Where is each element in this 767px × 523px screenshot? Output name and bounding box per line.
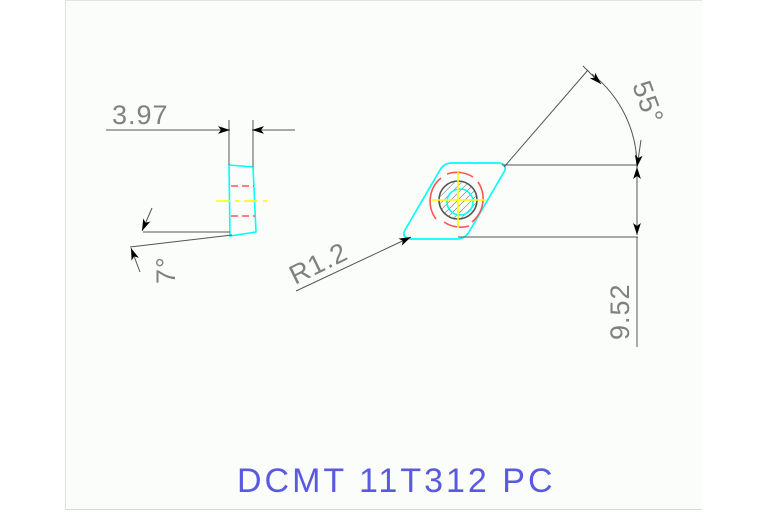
angle-sloped-reference — [503, 69, 589, 168]
hole-inner-circle — [446, 188, 474, 216]
top-view-group — [402, 162, 507, 240]
counterbore-arc-top — [446, 171, 474, 178]
counterbore-arc-right — [471, 181, 484, 223]
insert-outline — [402, 162, 507, 240]
angle-arc-arrow-bottom — [634, 139, 643, 168]
dimension-label-thickness: 3.97 — [112, 100, 169, 130]
dimension-thickness-group: 3.97 — [106, 100, 295, 167]
dimension-included-angle-group: 55° — [502, 65, 670, 169]
insert-designation-title: DCMT 11T312 PC — [237, 462, 556, 500]
dimension-clearance-angle-group: 7° — [129, 207, 233, 284]
dimension-label-corner-radius: R1.2 — [284, 237, 352, 291]
paper-sheet — [65, 0, 702, 510]
angle-arrow-upper — [141, 207, 153, 232]
angle-arrow-lower — [130, 247, 141, 273]
dimension-label-clearance-angle: 7° — [151, 256, 181, 284]
angle-reference-line-sloped — [129, 234, 233, 248]
angle-arc-arrow-top — [582, 65, 602, 85]
dimension-label-included-angle: 55° — [626, 77, 669, 128]
counterbore-arc-bottom — [443, 221, 470, 228]
counterbore-arc-left — [429, 177, 442, 220]
dimension-label-inscribed-circle: 9.52 — [605, 283, 635, 340]
dimension-corner-radius-group: R1.2 — [284, 236, 412, 292]
side-view-group — [216, 164, 268, 237]
dimension-inscribed-circle-group: 9.52 — [458, 167, 641, 347]
side-view-outline — [228, 164, 257, 237]
radius-leader-line — [295, 236, 412, 292]
